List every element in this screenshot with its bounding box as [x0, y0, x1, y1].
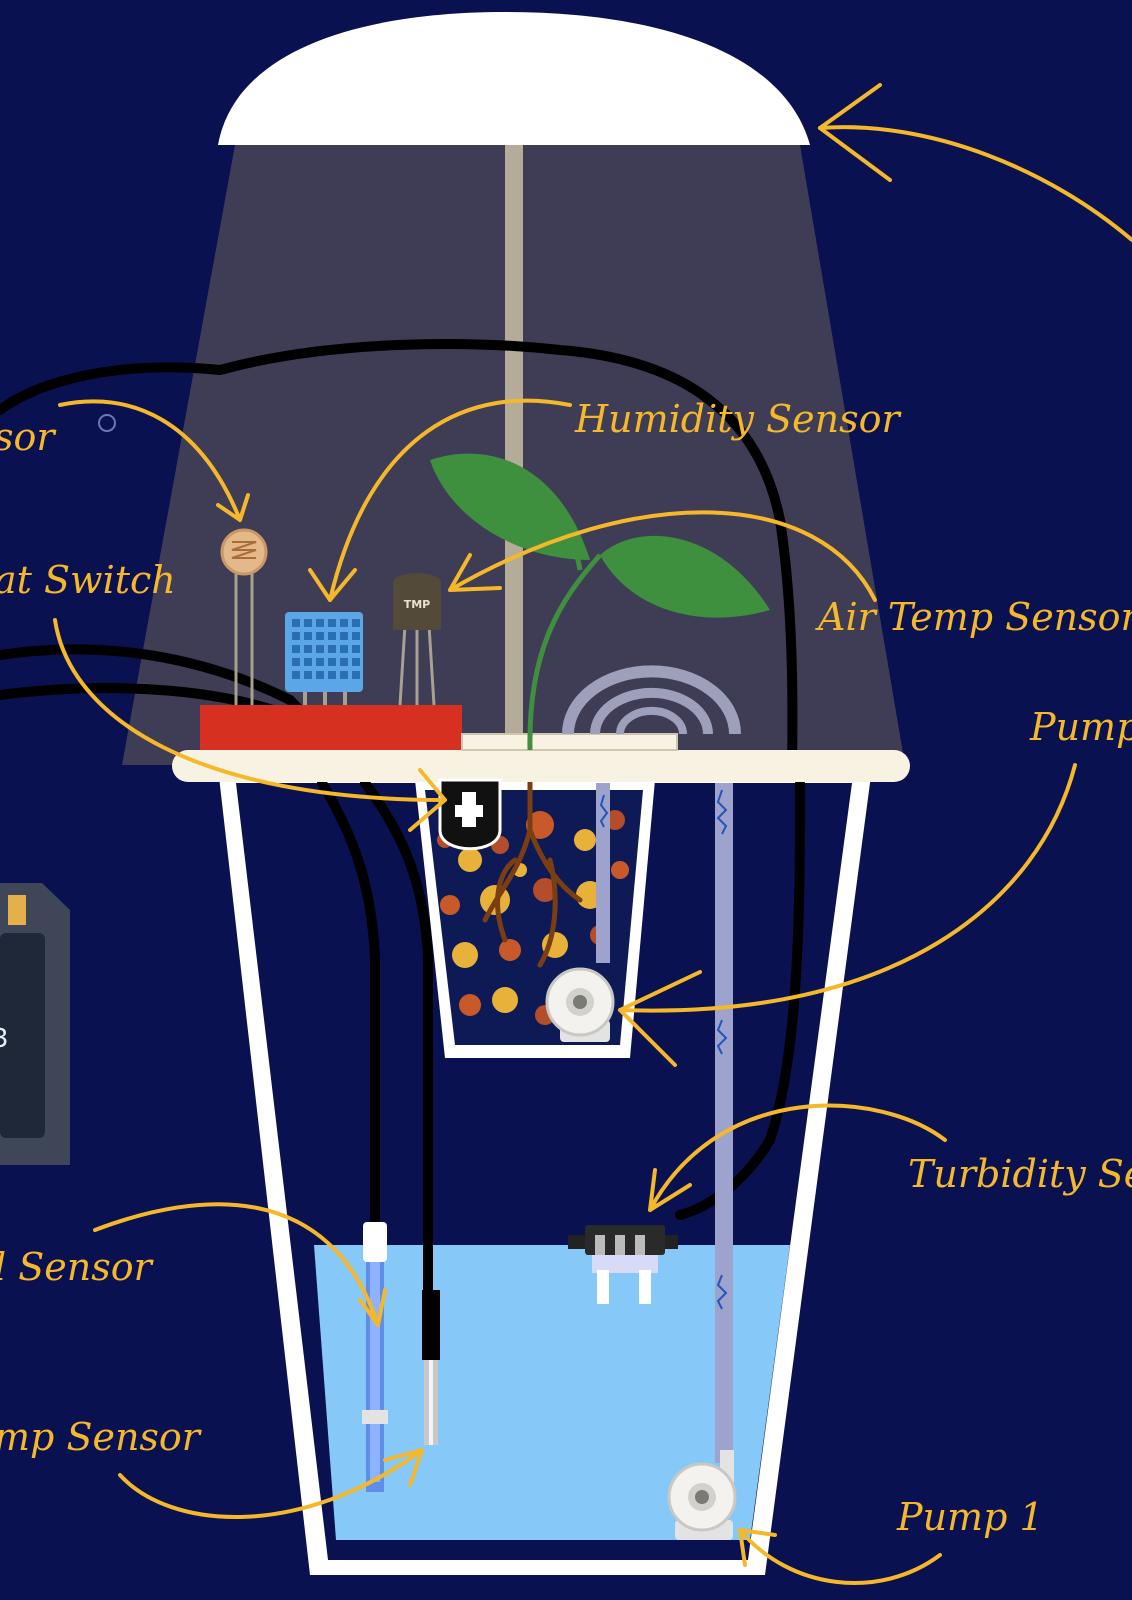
water-temp-sensor-label: mp Sensor: [0, 1415, 203, 1459]
lamp-shade-icon: [218, 12, 810, 145]
pump-icon: [667, 1450, 737, 1540]
tray-lid: [461, 733, 678, 751]
pump1-label: Pump 1: [896, 1495, 1044, 1539]
turbidity-sensor-icon: [568, 1225, 678, 1304]
annotation-arrows: [53, 83, 1132, 1585]
light-sensor-icon: [220, 528, 268, 705]
plant-icon: [430, 453, 770, 751]
flow-marks: [599, 789, 728, 1310]
pump-icon: [545, 967, 615, 1042]
inner-cables: [317, 778, 805, 1305]
circuit-board: [200, 705, 462, 750]
plant-roots: [482, 777, 583, 968]
temp-sensor-icon: TMP: [393, 573, 441, 706]
humidity-sensor-icon: [285, 612, 363, 705]
light-sensor-label: sor: [0, 415, 57, 459]
pump1-tube: [715, 783, 733, 1463]
platform-shelf: [172, 750, 910, 782]
sd-card-icon: 3: [0, 883, 70, 1165]
float-switch-icon: [438, 778, 502, 851]
tmp-chip-label: TMP: [404, 598, 431, 611]
sd-card-text: 3: [0, 1024, 9, 1054]
humidity-sensor-label: Humidity Sensor: [574, 397, 902, 441]
temp-probe-icon: [422, 1290, 440, 1445]
turbidity-sensor-label: Turbidity Sensor: [908, 1152, 1132, 1196]
float-switch-label: at Switch: [0, 558, 176, 602]
pump2-tube: [596, 783, 610, 963]
pump2-label: Pump 2: [1029, 705, 1132, 749]
air-temp-sensor-label: Air Temp Sensor: [815, 595, 1132, 639]
small-ring-decor: [98, 414, 116, 432]
coil-icon: [562, 665, 741, 735]
ph-sensor-label: l Sensor: [0, 1245, 155, 1289]
